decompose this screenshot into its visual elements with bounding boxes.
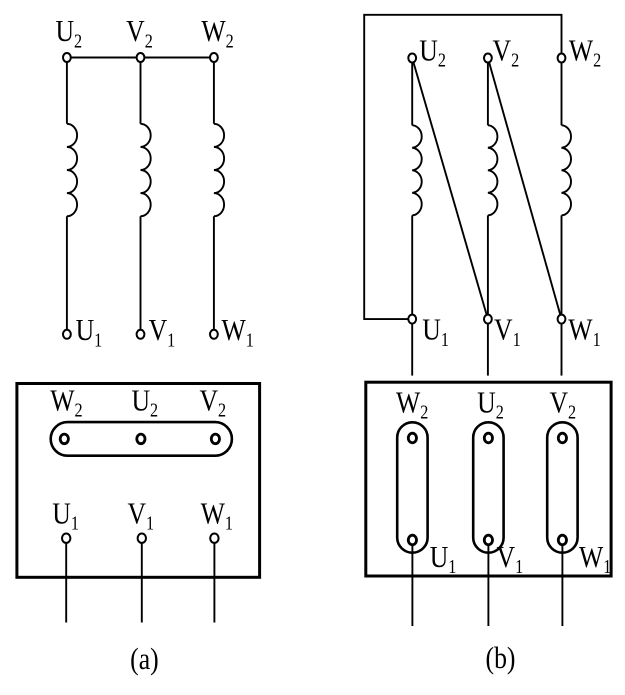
svg-text:(b): (b) <box>486 642 516 676</box>
svg-text:U2: U2 <box>477 386 504 423</box>
svg-text:(a): (a) <box>130 643 159 677</box>
